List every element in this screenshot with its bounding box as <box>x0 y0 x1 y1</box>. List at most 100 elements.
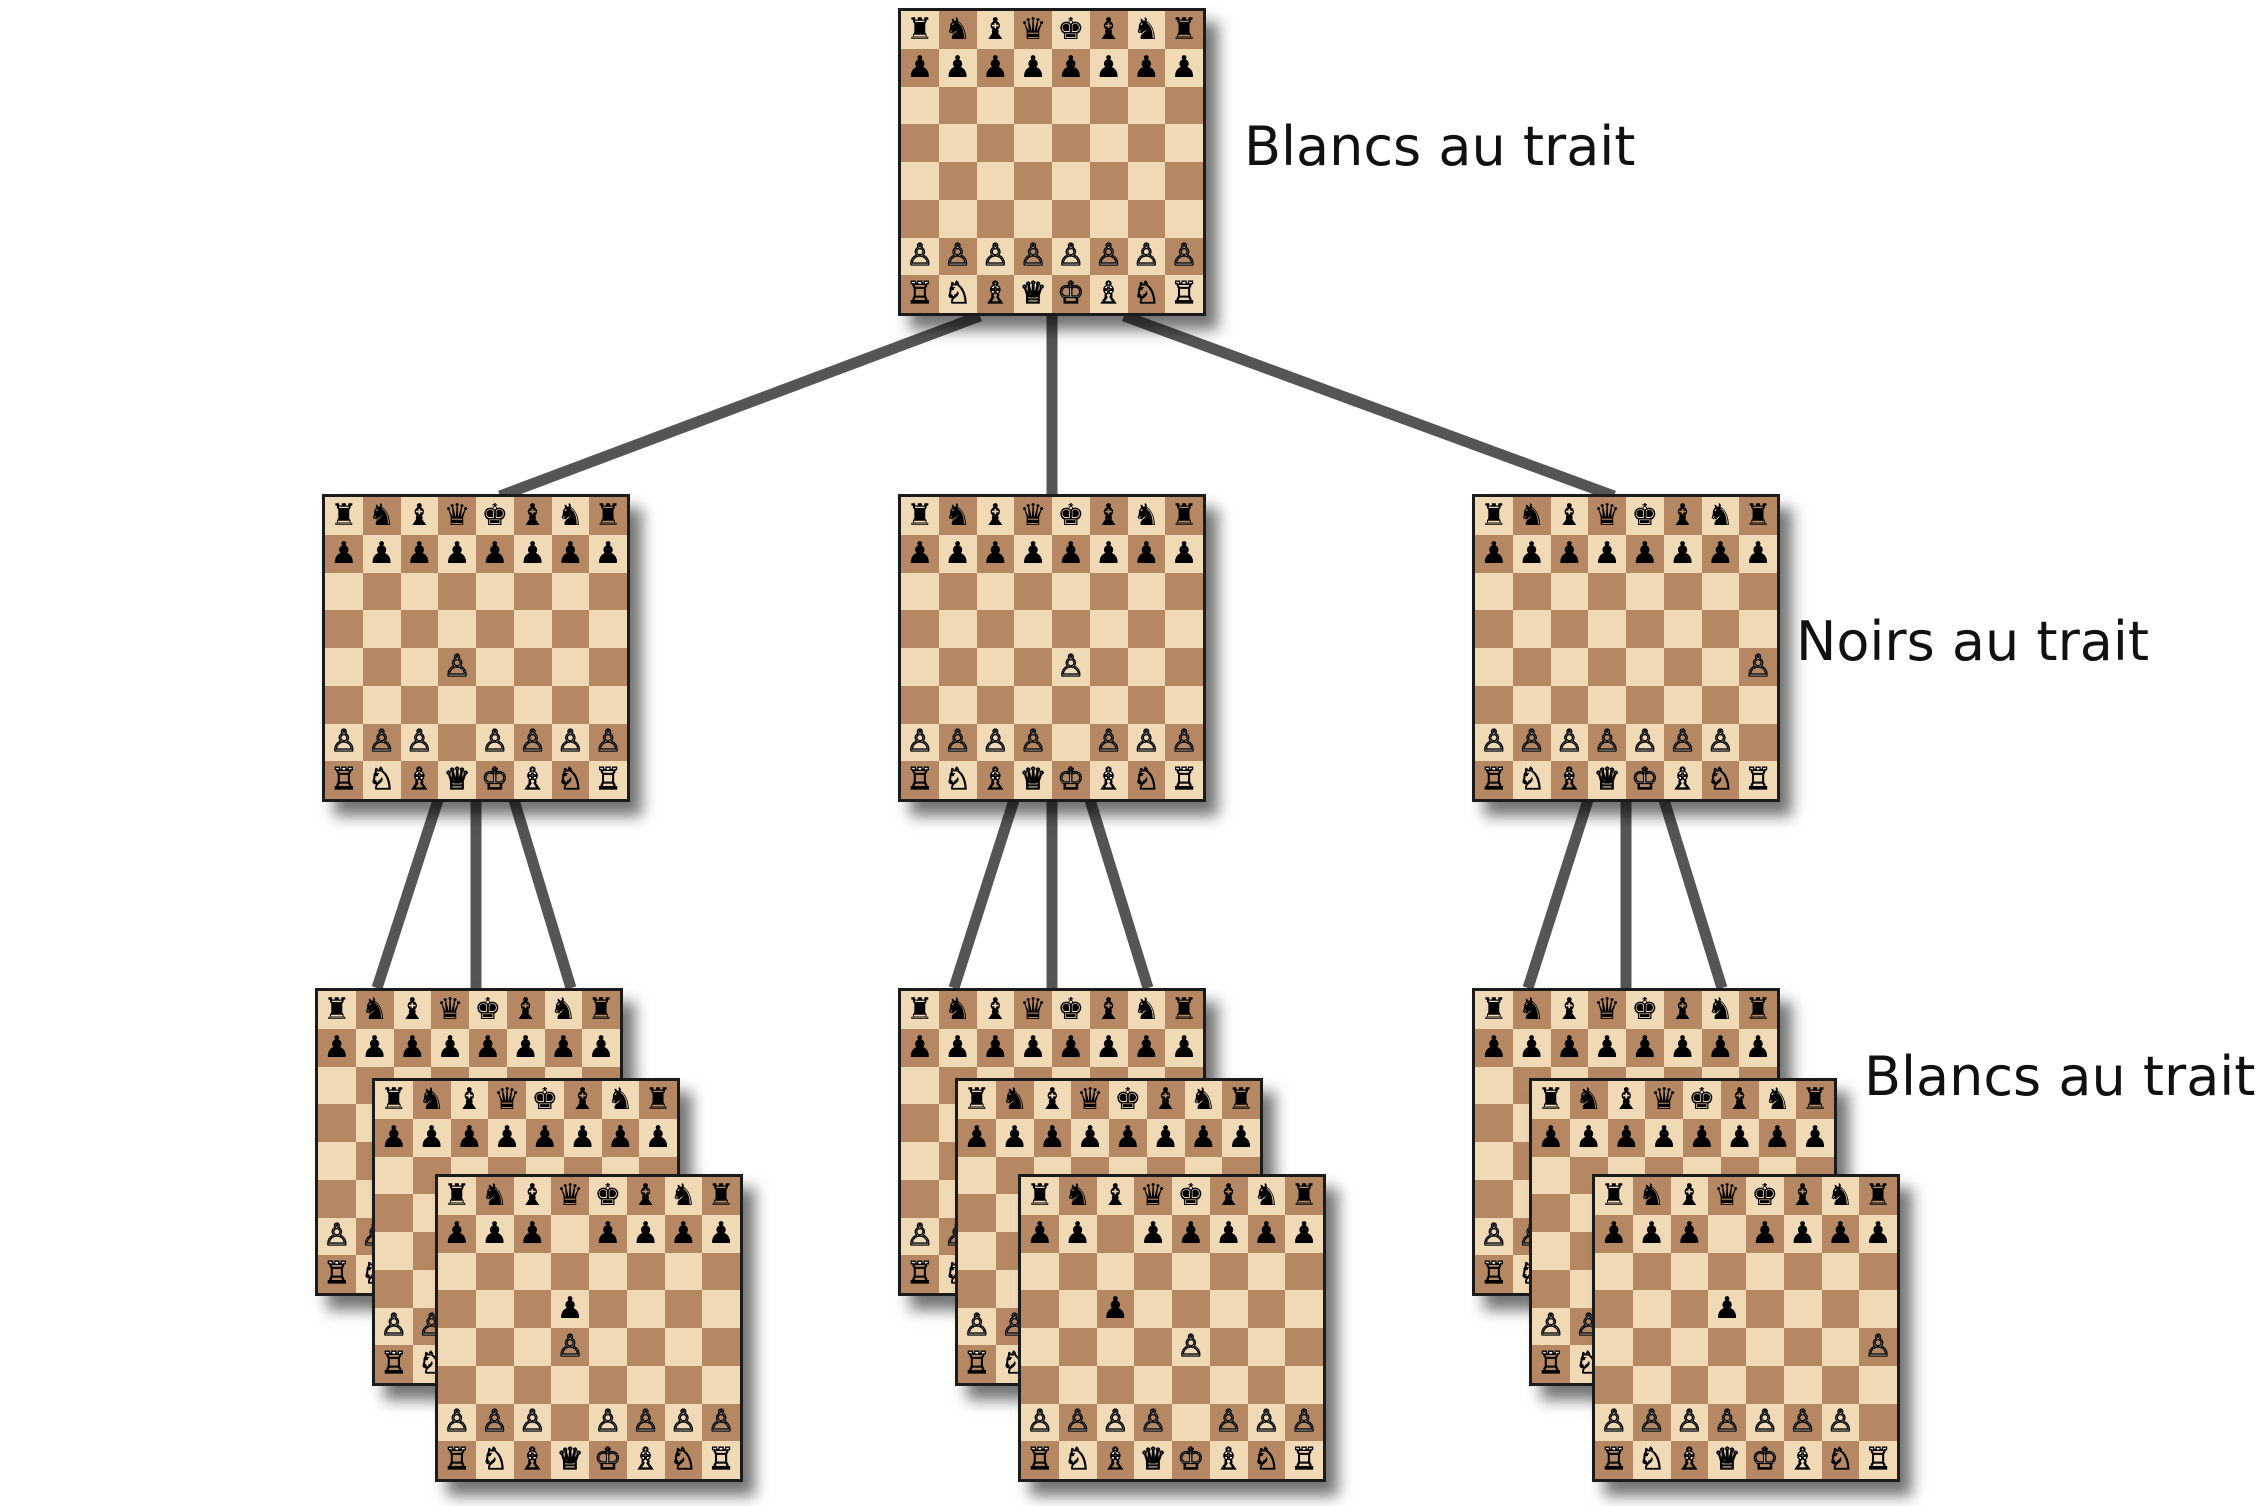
edge-root-left <box>498 310 982 502</box>
board-square: ♚ <box>469 991 507 1029</box>
black-bishop-icon: ♝ <box>1101 1177 1129 1213</box>
board-square: ♟ <box>355 1028 394 1067</box>
board-square <box>1626 610 1664 648</box>
board-square <box>1247 1365 1286 1404</box>
board-square: ♝ <box>1089 991 1128 1029</box>
board-square <box>1632 1328 1671 1366</box>
black-pawn-icon: ♟ <box>963 1119 991 1155</box>
board-square: ♟ <box>1739 1028 1777 1067</box>
white-bishop-icon: ♗ <box>1095 762 1123 798</box>
board-square: ♙ <box>1701 723 1740 762</box>
board-square: ♙ <box>1052 237 1090 276</box>
board-square: ♝ <box>1209 1177 1248 1215</box>
board-square: ♟ <box>639 1118 677 1157</box>
black-king-icon: ♚ <box>1057 11 1085 47</box>
board-square: ♟ <box>1014 1028 1052 1067</box>
board-square: ♗ <box>976 275 1015 313</box>
board-square <box>589 610 627 648</box>
white-pawn-icon: ♙ <box>1600 1404 1628 1440</box>
board-square: ♝ <box>1720 1081 1759 1119</box>
board-square: ♜ <box>901 11 939 49</box>
board-square <box>1014 86 1052 125</box>
board-square <box>901 1179 939 1218</box>
white-bishop-icon: ♗ <box>1095 276 1123 312</box>
board-square: ♟ <box>551 534 590 573</box>
white-rook-icon: ♖ <box>906 762 934 798</box>
board-square: ♟ <box>375 1118 413 1157</box>
board-square: ♝ <box>1089 11 1128 49</box>
board-square: ♘ <box>1127 761 1166 799</box>
board-square <box>1739 685 1777 724</box>
black-pawn-icon: ♟ <box>368 535 396 571</box>
board-square: ♟ <box>901 48 939 87</box>
black-queen-icon: ♛ <box>556 1177 584 1213</box>
board-square <box>551 1365 589 1404</box>
white-pawn-icon: ♙ <box>1675 1404 1703 1440</box>
white-king-icon: ♔ <box>481 762 509 798</box>
black-knight-icon: ♞ <box>361 991 389 1027</box>
board-square <box>1626 685 1664 724</box>
white-pawn-icon: ♙ <box>1132 724 1160 760</box>
black-king-icon: ♚ <box>1631 497 1659 533</box>
board-square <box>1127 86 1166 125</box>
white-pawn-icon: ♙ <box>1170 238 1198 274</box>
white-pawn-icon: ♙ <box>1215 1404 1243 1440</box>
board-square: ♛ <box>1588 991 1626 1029</box>
board-square: ♙ <box>1052 648 1090 686</box>
board-square <box>513 1365 552 1404</box>
board-square: ♖ <box>318 1255 356 1293</box>
black-knight-icon: ♞ <box>1638 1177 1666 1213</box>
board-square: ♗ <box>1096 1441 1135 1479</box>
board-square: ♟ <box>1071 1118 1109 1157</box>
board-square: ♟ <box>1720 1118 1759 1157</box>
board-square <box>1089 572 1128 611</box>
board-square: ♟ <box>1052 1028 1090 1067</box>
board-square: ♙ <box>664 1403 703 1442</box>
black-pawn-icon: ♟ <box>1132 1029 1160 1065</box>
white-pawn-icon: ♙ <box>1132 238 1160 274</box>
board-square: ♜ <box>1285 1177 1323 1215</box>
label-level1-side-to-move: Noirs au trait <box>1796 610 2150 673</box>
board-square: ♝ <box>513 497 552 535</box>
board-square: ♟ <box>1014 534 1052 573</box>
white-pawn-icon: ♙ <box>556 1328 584 1364</box>
black-pawn-icon: ♟ <box>594 1215 622 1251</box>
board-square: ♟ <box>1550 534 1589 573</box>
black-rook-icon: ♜ <box>1864 1177 1892 1213</box>
black-pawn-icon: ♟ <box>1064 1215 1092 1251</box>
board-square <box>1708 1252 1746 1291</box>
board-square <box>400 648 439 686</box>
board-square <box>438 1290 476 1328</box>
white-bishop-icon: ♗ <box>632 1442 660 1478</box>
black-pawn-icon: ♟ <box>1864 1215 1892 1251</box>
board-square <box>976 685 1015 724</box>
black-king-icon: ♚ <box>1688 1081 1716 1117</box>
board-square: ♟ <box>626 1214 665 1253</box>
board-square <box>1247 1328 1286 1366</box>
board-square: ♞ <box>362 497 401 535</box>
board-square: ♝ <box>1146 1081 1185 1119</box>
black-pawn-icon: ♟ <box>1789 1215 1817 1251</box>
board-square: ♛ <box>1645 1081 1683 1119</box>
white-pawn-icon: ♙ <box>632 1404 660 1440</box>
board-square: ♙ <box>1021 1403 1059 1442</box>
board-square: ♟ <box>1184 1118 1223 1157</box>
board-square <box>1089 199 1128 238</box>
board-square: ♖ <box>702 1441 740 1479</box>
board-square <box>1165 86 1203 125</box>
board-square <box>362 648 401 686</box>
black-rook-icon: ♜ <box>330 497 358 533</box>
board-square: ♙ <box>400 723 439 762</box>
black-pawn-icon: ♟ <box>1095 1029 1123 1065</box>
board-square: ♞ <box>551 497 590 535</box>
white-knight-icon: ♘ <box>1638 1442 1666 1478</box>
white-rook-icon: ♖ <box>1864 1442 1892 1478</box>
board-square <box>318 1179 356 1218</box>
board-square <box>1708 1214 1746 1253</box>
board-square: ♞ <box>1758 1081 1797 1119</box>
black-knight-icon: ♞ <box>1706 991 1734 1027</box>
board-square: ♞ <box>1821 1177 1860 1215</box>
black-pawn-icon: ♟ <box>436 1029 464 1065</box>
board-square <box>1701 610 1740 648</box>
white-pawn-icon: ♙ <box>380 1308 408 1344</box>
